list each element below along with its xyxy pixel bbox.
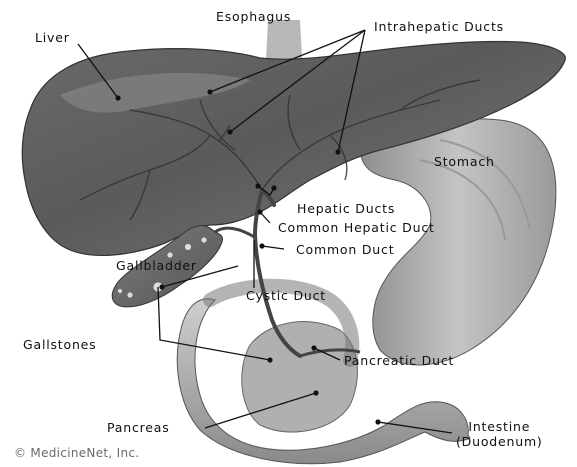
label-stomach: Stomach	[434, 155, 495, 169]
label-pancreas: Pancreas	[107, 421, 170, 435]
copyright-credit: © MedicineNet, Inc.	[14, 446, 139, 460]
label-esophagus: Esophagus	[216, 10, 291, 24]
label-cystic-duct: Cystic Duct	[246, 289, 326, 303]
label-gallstones: Gallstones	[23, 338, 96, 352]
esophagus-shape	[266, 20, 302, 60]
pancreas-shape	[242, 322, 358, 432]
label-intrahepatic-ducts: Intrahepatic Ducts	[374, 20, 504, 34]
label-hepatic-ducts: Hepatic Ducts	[297, 202, 395, 216]
label-common-duct: Common Duct	[296, 243, 394, 257]
label-intestine: Intestine (Duodenum)	[456, 419, 543, 449]
label-pancreatic-duct: Pancreatic Duct	[344, 354, 454, 368]
label-gallbladder: Gallbladder	[116, 259, 197, 273]
label-liver: Liver	[35, 31, 70, 45]
label-common-hepatic-duct: Common Hepatic Duct	[278, 221, 435, 235]
